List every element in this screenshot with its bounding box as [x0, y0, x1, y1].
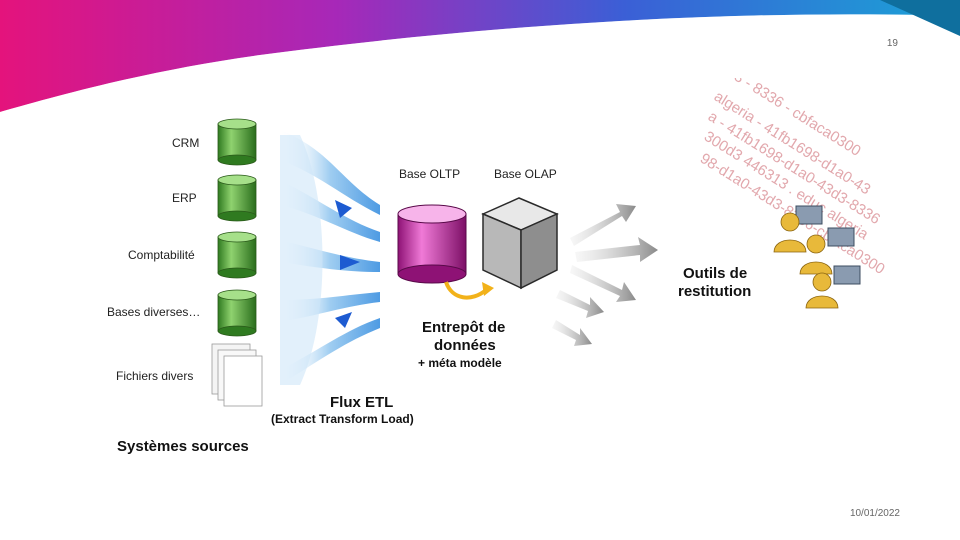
etl-title: Flux ETL — [330, 394, 394, 411]
warehouse-title-line1: Entrepôt de — [422, 319, 506, 336]
etl-flow-icon — [280, 130, 380, 385]
sources-title: Systèmes sources — [117, 438, 249, 455]
oltp-label: Base OLTP — [399, 167, 461, 181]
slide-number: 19 — [886, 38, 898, 49]
header-banner — [0, 0, 960, 115]
source-label-fichiers-divers: Fichiers divers — [116, 369, 194, 383]
etl-subtitle: (Extract Transform Load) — [271, 412, 414, 426]
users-icon — [773, 205, 861, 309]
source-label-comptabilite: Comptabilité — [128, 248, 195, 262]
warehouse-title-line2: données — [434, 337, 496, 354]
slide-date: 10/01/2022 — [849, 508, 900, 519]
oltp-database-icon — [397, 204, 467, 284]
olap-label: Base OLAP — [494, 167, 557, 181]
erp-database-icon — [217, 174, 257, 222]
restitution-arrows-icon — [552, 204, 658, 346]
crm-database-icon — [217, 118, 257, 166]
restitution-title-line2: restitution — [678, 283, 752, 300]
source-label-erp: ERP — [172, 191, 197, 205]
files-icon — [211, 343, 263, 407]
source-label-crm: CRM — [172, 136, 200, 150]
olap-cube-icon — [481, 197, 559, 290]
warehouse-meta: + méta modèle — [418, 356, 502, 370]
source-label-bases-diverses: Bases diverses… — [107, 305, 201, 319]
misc-database-icon — [217, 289, 257, 337]
curved-arrow-icon — [444, 281, 488, 300]
accounting-database-icon — [217, 231, 257, 279]
restitution-title-line1: Outils de — [683, 265, 748, 282]
